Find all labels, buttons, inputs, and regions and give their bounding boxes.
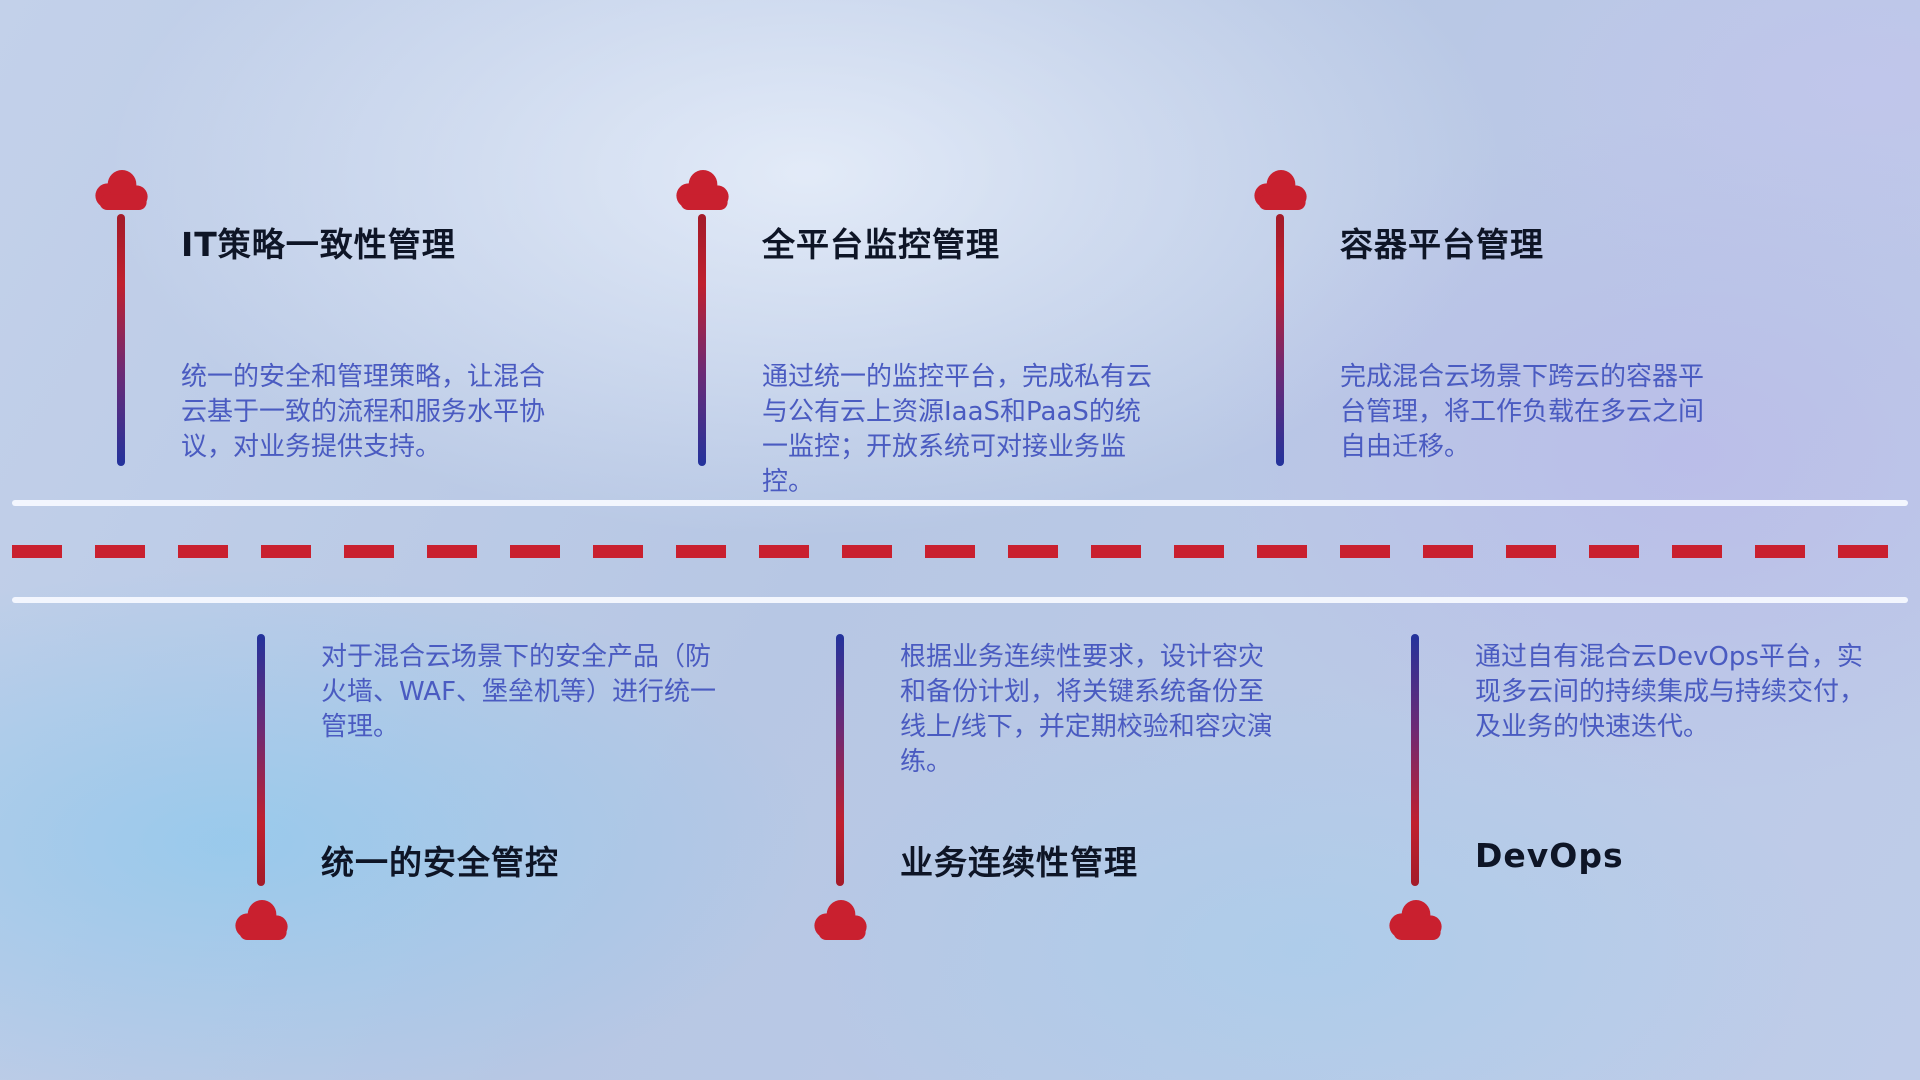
capability-title: DevOps [1475, 836, 1624, 875]
timeline-stem [117, 214, 125, 466]
cloud-icon [90, 168, 152, 211]
timeline-stem [1411, 634, 1419, 886]
capability-description: 根据业务连续性要求，设计容灾和备份计划，将关键系统备份至线上/线下，并定期校验和… [900, 642, 1273, 777]
capability-title: 统一的安全管控 [321, 843, 559, 882]
capability-description: 通过自有混合云DevOps平台，实现多云间的持续集成与持续交付，及业务的快速迭代… [1475, 642, 1866, 742]
divider-solid-line-top [12, 500, 1908, 506]
timeline-stem [257, 634, 265, 886]
cloud-icon [230, 898, 292, 941]
capability-description: 对于混合云场景下的安全产品（防火墙、WAF、堡垒机等）进行统一管理。 [321, 642, 717, 742]
cloud-icon [809, 898, 871, 941]
capability-title: 容器平台管理 [1340, 225, 1544, 264]
capability-description: 统一的安全和管理策略，让混合云基于一致的流程和服务水平协议，对业务提供支持。 [181, 362, 546, 462]
cloud-icon [671, 168, 733, 211]
capability-title: 全平台监控管理 [762, 225, 1000, 264]
cloud-icon [1249, 168, 1311, 211]
capability-title: IT策略一致性管理 [181, 225, 456, 264]
capability-description: 通过统一的监控平台，完成私有云与公有云上资源IaaS和PaaS的统一监控；开放系… [762, 362, 1153, 497]
timeline-stem [1276, 214, 1284, 466]
divider-solid-line-bottom [12, 597, 1908, 603]
timeline-stem [836, 634, 844, 886]
capability-title: 业务连续性管理 [900, 843, 1138, 882]
cloud-icon [1384, 898, 1446, 941]
divider-dashed-line [12, 545, 1908, 558]
timeline-stem [698, 214, 706, 466]
capability-description: 完成混合云场景下跨云的容器平台管理，将工作负载在多云之间自由迁移。 [1340, 362, 1705, 462]
